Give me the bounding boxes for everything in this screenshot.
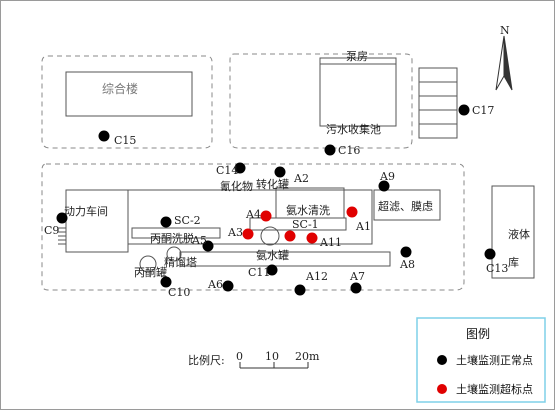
sampling-point-a2 <box>274 166 286 178</box>
label-bingtong-guan: 丙酮罐 <box>134 266 167 279</box>
scale-bar: 比例尺: 0 10 20m <box>188 350 320 369</box>
sampling-point-label-sc-1: SC-1 <box>292 218 319 231</box>
scale-label: 比例尺: <box>188 353 225 367</box>
label-wushui: 污水收集池 <box>326 122 381 136</box>
sampling-point-label-sc-2: SC-2 <box>174 214 201 227</box>
sampling-point-label-c10: C10 <box>168 286 190 299</box>
legend-exceed-label: 土壤监测超标点 <box>456 382 533 396</box>
legend: 图例 土壤监测正常点 土壤监测超标点 <box>416 317 546 403</box>
scale-tick-0: 0 <box>236 350 243 363</box>
sampling-point-label-c9: C9 <box>44 224 59 237</box>
sampling-point-label-a4: A4 <box>245 208 261 221</box>
sampling-point-a3 <box>242 228 254 240</box>
c9-hatch <box>58 227 66 245</box>
sampling-point-label-a6: A6 <box>207 278 223 291</box>
sampling-point-label-a3: A3 <box>227 226 243 239</box>
sampling-point-a11 <box>306 232 318 244</box>
label-zonghe: 综合楼 <box>102 81 138 96</box>
sampling-point-label-a8: A8 <box>399 258 415 271</box>
tank-anshui <box>260 226 280 246</box>
legend-title: 图例 <box>466 327 490 341</box>
building-bingtong-strip <box>131 227 221 239</box>
label-yeti: 液体 <box>508 227 530 241</box>
sampling-point-label-c17: C17 <box>472 104 494 117</box>
sampling-point-label-c14: C14 <box>216 164 238 177</box>
boundary-zonghe <box>41 55 213 149</box>
label-bingtong-xituo: 丙酮洗脱 <box>150 231 194 245</box>
sampling-point-label-c16: C16 <box>338 144 360 157</box>
sampling-point-sc-1 <box>284 230 296 242</box>
sampling-point-a6 <box>222 280 234 292</box>
building-process <box>127 189 373 245</box>
sampling-point-a12 <box>294 284 306 296</box>
legend-exceed-marker <box>437 384 447 394</box>
boundary-main <box>41 163 465 291</box>
north-label: N <box>500 24 510 37</box>
legend-normal-marker <box>437 355 447 365</box>
sampling-point-c10 <box>160 276 172 288</box>
sampling-point-label-a1: A1 <box>355 220 371 233</box>
sampling-point-a7 <box>350 282 362 294</box>
sampling-point-c14 <box>234 162 246 174</box>
sampling-point-label-c11: C11 <box>248 266 270 279</box>
sampling-point-c15 <box>98 130 110 142</box>
sampling-point-a9 <box>378 180 390 192</box>
sampling-point-c13 <box>484 248 496 260</box>
legend-normal-label: 土壤监测正常点 <box>456 353 533 367</box>
north-arrow-left <box>495 35 505 91</box>
label-zhuanhua: 转化罐 <box>256 177 289 191</box>
label-bengfang: 泵房 <box>346 50 368 63</box>
sampling-point-a4 <box>260 210 272 222</box>
label-anshui-qingxi: 氨水清洗 <box>286 204 330 217</box>
sampling-point-label-c13: C13 <box>486 262 508 275</box>
scale-tick-10: 10 <box>265 350 279 363</box>
north-arrow-right <box>503 35 513 91</box>
sampling-point-label-a11: A11 <box>319 236 342 249</box>
label-donglijian: 动力车间 <box>64 204 108 218</box>
building-labels: 综合楼 泵房 污水收集池 动力车间 氰化物 转化罐 氨水清洗 丙酮洗脱 精馏塔 … <box>64 50 530 279</box>
sampling-point-label-a7: A7 <box>349 270 365 283</box>
building-donglijian <box>65 189 129 253</box>
building-wushui <box>319 57 397 127</box>
sampling-point-label-a2: A2 <box>293 172 309 185</box>
sampling-point-c11 <box>266 264 278 276</box>
tank-jingliu <box>166 246 182 262</box>
sampling-point-c16 <box>324 144 336 156</box>
site-boundaries <box>41 53 465 291</box>
label-chaolv: 超滤、膜虑 <box>378 199 433 213</box>
sampling-point-sc-2 <box>160 216 172 228</box>
building-anshui-guan-strip <box>179 251 391 267</box>
sampling-point-label-a5: A5 <box>191 234 207 247</box>
sampling-point-a5 <box>202 240 214 252</box>
building-c17-block <box>418 67 458 83</box>
building-yeti-ku <box>491 185 535 279</box>
label-anshui-guan: 氨水罐 <box>256 249 289 262</box>
sampling-point-label-a12: A12 <box>305 270 328 283</box>
north-arrow: N <box>495 24 513 91</box>
boundary-bengfang <box>229 53 413 149</box>
tank-bingtong <box>139 255 157 273</box>
sampling-point-a8 <box>400 246 412 258</box>
sampling-point-a1 <box>346 206 358 218</box>
sampling-point-c9 <box>56 212 68 224</box>
building-chaolv <box>373 189 441 221</box>
building-sc1-strip <box>249 217 347 231</box>
sampling-point-label-a9: A9 <box>379 170 395 183</box>
sampling-point-label-c15: C15 <box>114 134 136 147</box>
label-ku: 库 <box>508 256 519 269</box>
label-jingliu-ta: 精馏塔 <box>164 255 197 269</box>
scale-tick-20: 20m <box>295 350 320 363</box>
label-qinghuawu: 氰化物 <box>220 179 253 193</box>
sampling-point-c17 <box>458 104 470 116</box>
building-zonghe <box>65 71 193 117</box>
